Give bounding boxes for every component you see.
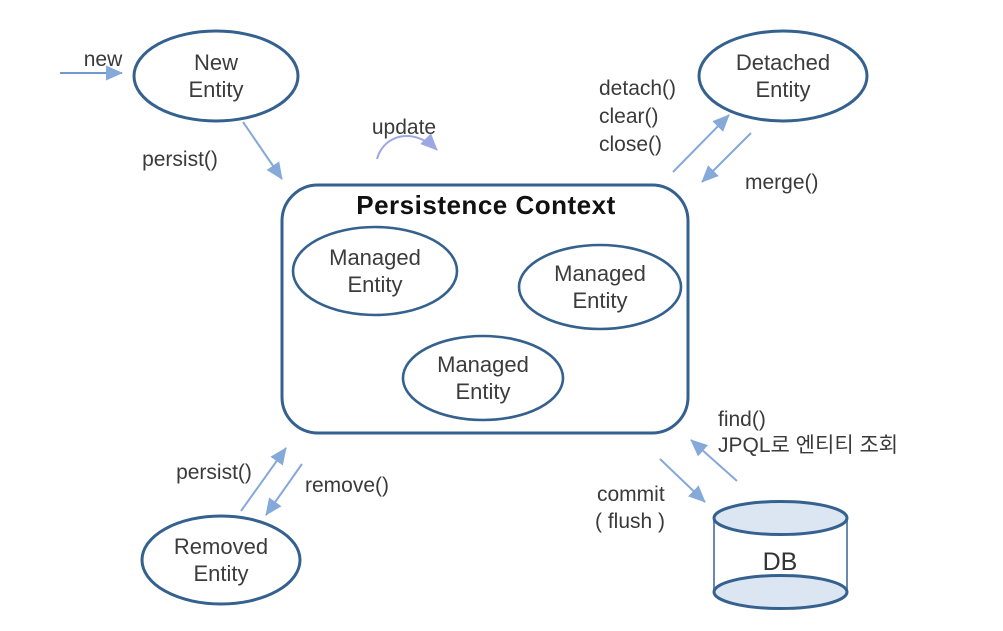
jpql-note-label: JPQL로 엔티티 조회 xyxy=(718,434,898,457)
detach-arrow xyxy=(672,114,730,173)
managed-entity-2-label-line2: Entity xyxy=(572,288,627,313)
new-entity-shape xyxy=(132,29,300,123)
merge-arrow xyxy=(701,132,752,183)
managed-entity-3-label-line1: Managed xyxy=(437,352,529,377)
remove-label: remove() xyxy=(305,474,389,497)
merge-label: merge() xyxy=(745,171,819,194)
database-cylinder: DB xyxy=(712,500,849,610)
close-label: close() xyxy=(599,133,662,156)
find-arrow xyxy=(690,439,738,482)
db-label: DB xyxy=(763,548,798,576)
persist-top-arrow xyxy=(242,121,283,180)
managed-entity-1-label-line1: Managed xyxy=(329,245,421,270)
detached-entity-shape xyxy=(697,29,869,123)
flush-label: ( flush ) xyxy=(595,510,665,533)
managed-entity-2-shape xyxy=(517,243,683,331)
update-arrow xyxy=(376,133,438,160)
db-bottom-ellipse xyxy=(712,574,849,610)
persist-bottom-label: persist() xyxy=(176,461,252,484)
db-top-ellipse xyxy=(712,500,849,536)
persistence-context-title: Persistence Context xyxy=(356,190,615,220)
removed-entity-label-line1: Removed xyxy=(174,534,268,559)
removed-entity-label-line2: Entity xyxy=(193,561,248,586)
detach-label: detach() xyxy=(599,77,676,100)
new-entity-label-line1: New xyxy=(194,50,238,75)
managed-entity-1-shape xyxy=(291,225,459,317)
update-label: update xyxy=(372,116,436,139)
remove-arrow xyxy=(265,463,303,516)
find-label: find() xyxy=(718,408,766,431)
persist-bottom-arrow xyxy=(240,447,287,512)
removed-entity-shape xyxy=(140,514,302,606)
managed-entity-2-label-line1: Managed xyxy=(554,261,646,286)
managed-entity-3-label-line2: Entity xyxy=(455,379,510,404)
detached-entity-label-line2: Entity xyxy=(755,77,810,102)
new-entity-label-line2: Entity xyxy=(188,77,243,102)
clear-label: clear() xyxy=(599,105,659,128)
commit-label: commit xyxy=(597,483,665,506)
commit-arrow xyxy=(659,458,706,503)
new-label: new xyxy=(84,48,123,71)
persist-top-label: persist() xyxy=(142,148,218,171)
managed-entity-1-label-line2: Entity xyxy=(347,272,402,297)
detached-entity-label-line1: Detached xyxy=(736,50,830,75)
managed-entity-3-shape xyxy=(401,334,565,422)
